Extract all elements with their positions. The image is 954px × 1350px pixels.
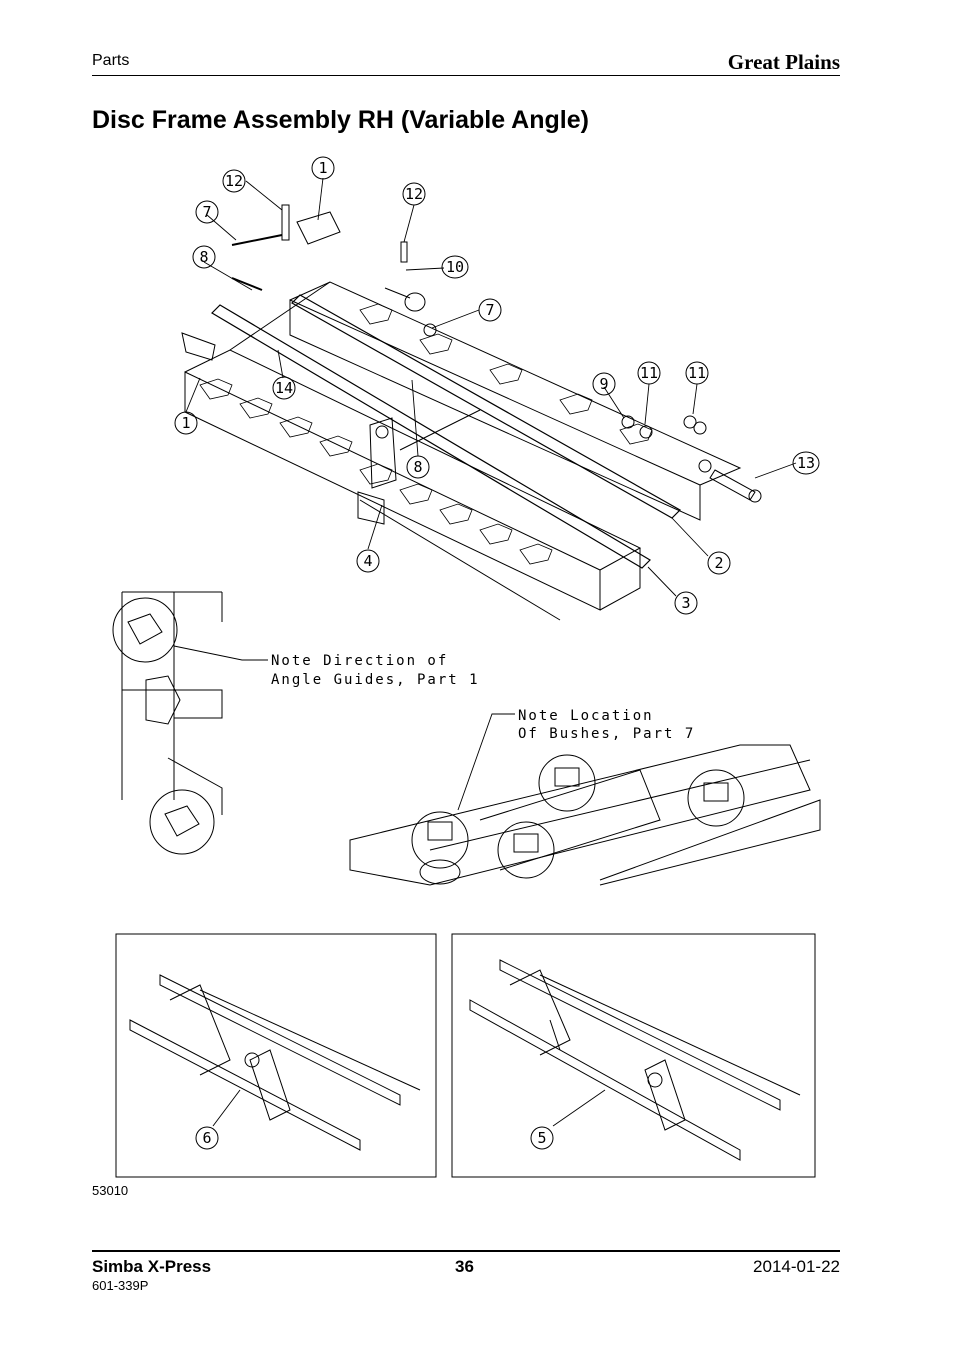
left-variant-box — [115, 933, 437, 1178]
footer-doc-code: 601-339P — [92, 1278, 149, 1293]
angle-note-line1: Note Direction of — [271, 653, 448, 669]
callout-6: 6 — [202, 1129, 211, 1147]
bush-location-detail — [349, 713, 821, 886]
callout-circles — [174, 156, 820, 615]
callout-3: 3 — [681, 594, 690, 612]
callout-7: 7 — [485, 301, 494, 319]
callout-12: 12 — [405, 185, 423, 203]
callout-11: 11 — [640, 364, 658, 382]
callout-4: 4 — [363, 552, 372, 570]
callout-14: 14 — [275, 379, 293, 397]
angle-note-line2: Angle Guides, Part 1 — [271, 672, 480, 688]
callout-13: 13 — [797, 454, 815, 472]
page-title: Disc Frame Assembly RH (Variable Angle) — [92, 106, 589, 134]
callout-1: 1 — [318, 159, 327, 177]
main-frame-drawing — [181, 204, 762, 621]
footer-rule — [92, 1250, 840, 1252]
angle-guide-detail — [112, 591, 268, 855]
footer-date: 2014-01-22 — [753, 1257, 840, 1276]
footer-product: Simba X-Press — [92, 1257, 212, 1276]
callout-8: 8 — [413, 458, 422, 476]
callout-8: 8 — [199, 248, 208, 266]
left-variant-drawing — [129, 974, 421, 1151]
figure-id: 53010 — [92, 1183, 129, 1198]
brand-logo-text: Great Plains — [727, 50, 840, 74]
callout-leaders — [185, 177, 797, 597]
right-variant-box — [451, 933, 816, 1178]
section-label: Parts — [92, 52, 130, 69]
callout-7: 7 — [202, 203, 211, 221]
page-number: 36 — [455, 1257, 474, 1276]
callout-2: 2 — [714, 554, 723, 572]
bush-note-line2: Of Bushes, Part 7 — [518, 726, 695, 742]
callout-5: 5 — [537, 1129, 546, 1147]
header-rule — [92, 75, 840, 76]
right-variant-drawing — [469, 959, 801, 1161]
callout-10: 10 — [446, 258, 464, 276]
callout-11: 11 — [688, 364, 706, 382]
callout-9: 9 — [599, 375, 608, 393]
bush-note-line1: Note Location — [518, 708, 654, 724]
callout-12: 12 — [225, 172, 243, 190]
callout-1: 1 — [181, 414, 190, 432]
